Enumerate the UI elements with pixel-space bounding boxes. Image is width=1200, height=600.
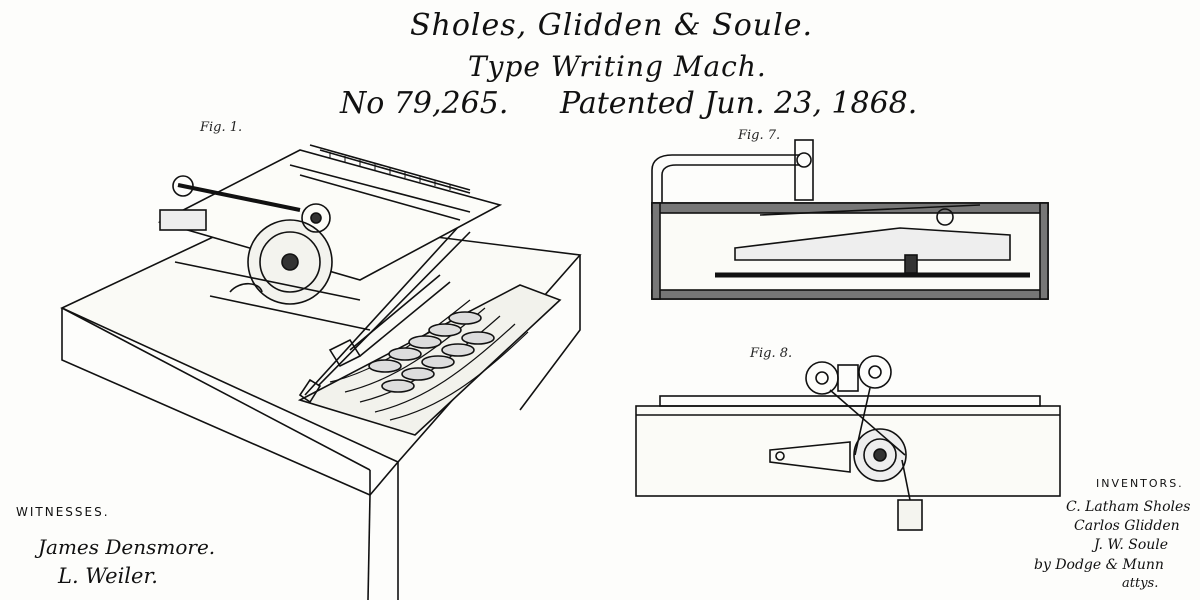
inventors-heading: INVENTORS.: [1096, 477, 1184, 490]
inventor-signature: J. W. Soule: [1094, 537, 1169, 553]
inventor-signature: C. Latham Sholes: [1066, 499, 1191, 515]
patent-subtitle: Type Writing Mach.: [468, 50, 767, 83]
attorney-suffix: attys.: [1122, 576, 1159, 591]
patent-date: Patented Jun. 23, 1868.: [560, 86, 918, 121]
witness-signature: L. Weiler.: [58, 564, 158, 588]
witnesses-heading: WITNESSES.: [16, 505, 110, 519]
patent-title: Sholes, Glidden & Soule.: [410, 8, 813, 43]
fig-7-label: Fig. 7.: [738, 128, 781, 143]
fig-1-label: Fig. 1.: [200, 120, 243, 135]
attorney-signature: by Dodge & Munn: [1034, 557, 1164, 573]
fig-8-label: Fig. 8.: [750, 346, 793, 361]
inventor-signature: Carlos Glidden: [1074, 518, 1180, 534]
patent-number: No 79,265.: [340, 86, 509, 121]
witness-signature: James Densmore.: [38, 535, 216, 559]
